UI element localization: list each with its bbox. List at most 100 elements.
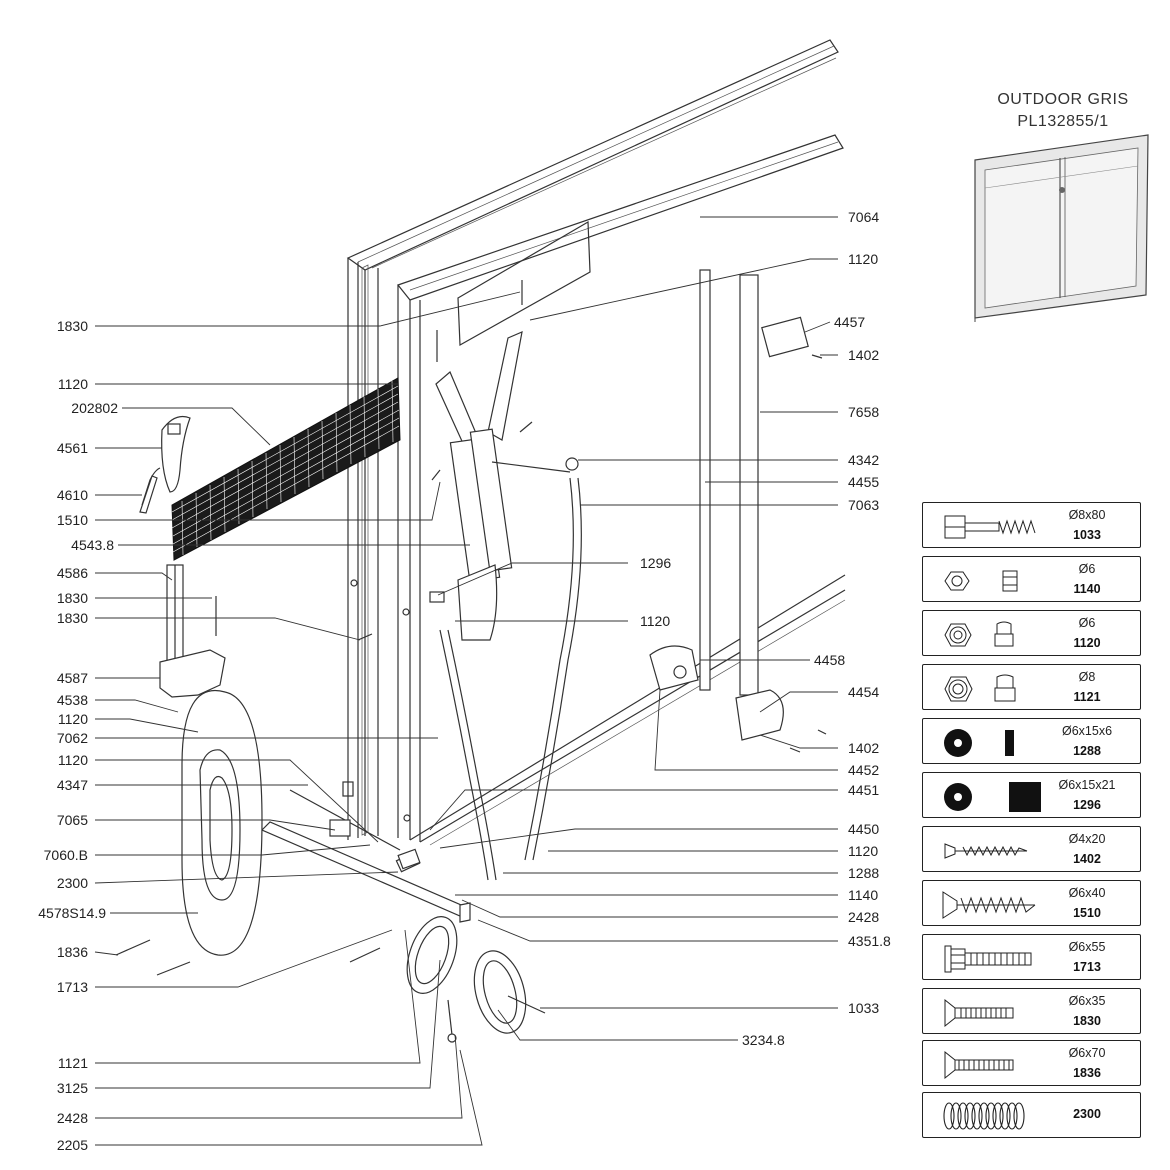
callout-label: 4342 [848,452,879,468]
right-callouts: 7064 1120 4457 1402 7658 4342 4455 7063 … [640,209,891,1048]
callout-label: 1713 [57,979,88,995]
legend-code: 1288 [1073,744,1101,758]
frame-drawing [260,269,809,923]
legend-item-2300: 2300 [922,1092,1141,1138]
callout-label: 1120 [640,613,670,629]
callout-label: 4351.8 [848,933,891,949]
countersunk-screw-icon [942,891,1036,919]
legend-dimension: Ø6x15x6 [1061,724,1113,738]
callout-label: 1120 [848,251,878,267]
callout-label: 4458 [814,652,845,668]
callout-label: 2428 [57,1110,88,1126]
legend-code: 1402 [1073,852,1101,866]
callout-label: 4457 [834,314,865,330]
hex-bolt-icon [944,515,1036,539]
legend-item-1140: Ø6 1140 [922,556,1141,602]
legend-item-1830: Ø6x35 1830 [922,988,1141,1034]
callout-label: 4578S14.9 [38,905,106,921]
legend-item-1121: Ø8 1121 [922,664,1141,710]
legend-item-1288: Ø6x15x6 1288 [922,718,1141,764]
callout-label: 7064 [848,209,879,225]
legend-item-1836: Ø6x70 1836 [922,1040,1141,1086]
legend-code: 1033 [1073,528,1101,542]
legend-dimension: Ø6 [1078,616,1096,630]
callout-label: 4610 [57,487,88,503]
callout-label: 1830 [57,318,88,334]
callout-label: 1830 [57,590,88,606]
callout-label: 1836 [57,944,88,960]
model-name: OUTDOOR GRIS [997,91,1128,108]
legend-item-1296: Ø6x15x21 1296 [922,772,1141,818]
callout-label: 4450 [848,821,879,837]
left-leaders [94,291,521,1146]
callout-label: 1033 [848,1000,879,1016]
callout-label: 2300 [57,875,88,891]
hex-nut-icon [944,570,1018,592]
legend-code: 1830 [1073,1014,1101,1028]
legend-code: 1140 [1073,582,1101,596]
right-leaders [429,216,838,1041]
callout-label: 1120 [848,843,878,859]
callout-label: 3234.8 [742,1032,785,1048]
wheel-leg-drawing [181,690,527,1043]
legend-dimension: Ø8 [1078,670,1096,684]
callout-label: 7063 [848,497,879,513]
lock-nut-icon [944,621,1014,647]
left-callouts: 1830 1120 202802 4561 4610 1510 4543.8 4… [38,318,118,1153]
callout-label: 4455 [848,474,879,490]
callout-label: 4347 [57,777,88,793]
callout-label: 7658 [848,404,879,420]
product-thumbnail [974,134,1149,322]
net-drawing [139,377,401,698]
washer-icon [944,729,1014,757]
callout-label: 4587 [57,670,88,686]
legend-item-1402: Ø4x20 1402 [922,826,1141,872]
flange-bolt-icon [944,945,1032,973]
callout-label: 4561 [57,440,88,456]
legend-dimension: Ø6 [1078,562,1096,576]
callout-label: 3125 [57,1080,88,1096]
callout-label: 4454 [848,684,879,700]
legend-dimension: Ø8x80 [1068,508,1106,522]
callout-label: 1296 [640,555,671,571]
callout-label: 2205 [57,1137,88,1153]
callout-label: 4543.8 [71,537,114,553]
legend-dimension: Ø4x20 [1068,832,1106,846]
callout-label: 7062 [57,730,88,746]
legend-item-1510: Ø6x40 1510 [922,880,1141,926]
spring-icon [943,1102,1025,1130]
legend-code: 2300 [1073,1107,1101,1121]
legend-code: 1296 [1073,798,1101,812]
callout-label: 4538 [57,692,88,708]
callout-label: 1288 [848,865,879,881]
callout-label: 7060.B [44,847,88,863]
lock-nut-icon [944,674,1016,702]
callout-label: 1510 [57,512,88,528]
callout-label: 4586 [57,565,88,581]
legend-code: 1836 [1073,1066,1101,1080]
callout-label: 1402 [848,347,879,363]
countersunk-bolt-long-icon [944,1050,1014,1080]
wood-screw-icon [944,843,1028,859]
callout-label: 1120 [58,752,88,768]
legend-item-1713: Ø6x55 1713 [922,934,1141,980]
callout-label: 4452 [848,762,879,778]
legend-dimension: Ø6x40 [1068,886,1106,900]
legend-item-1120: Ø6 1120 [922,610,1141,656]
legend-dimension: Ø6x15x21 [1058,778,1116,792]
legend-dimension: Ø6x70 [1068,1046,1106,1060]
legend-code: 1121 [1073,690,1101,704]
callout-label: 1402 [848,740,879,756]
callout-label: 202802 [71,400,118,416]
spacer-icon [944,782,1041,812]
product-title: OUTDOOR GRIS PL132855/1 [997,91,1128,130]
callout-label: 1120 [58,376,88,392]
callout-label: 1120 [58,711,88,727]
callout-label: 2428 [848,909,879,925]
legend-item-1033: Ø8x80 1033 [922,502,1141,548]
small-hardware-drawing [115,280,827,1014]
countersunk-bolt-icon [944,998,1014,1028]
callout-label: 1140 [848,887,878,903]
model-reference: PL132855/1 [1017,113,1108,130]
callout-label: 7065 [57,812,88,828]
